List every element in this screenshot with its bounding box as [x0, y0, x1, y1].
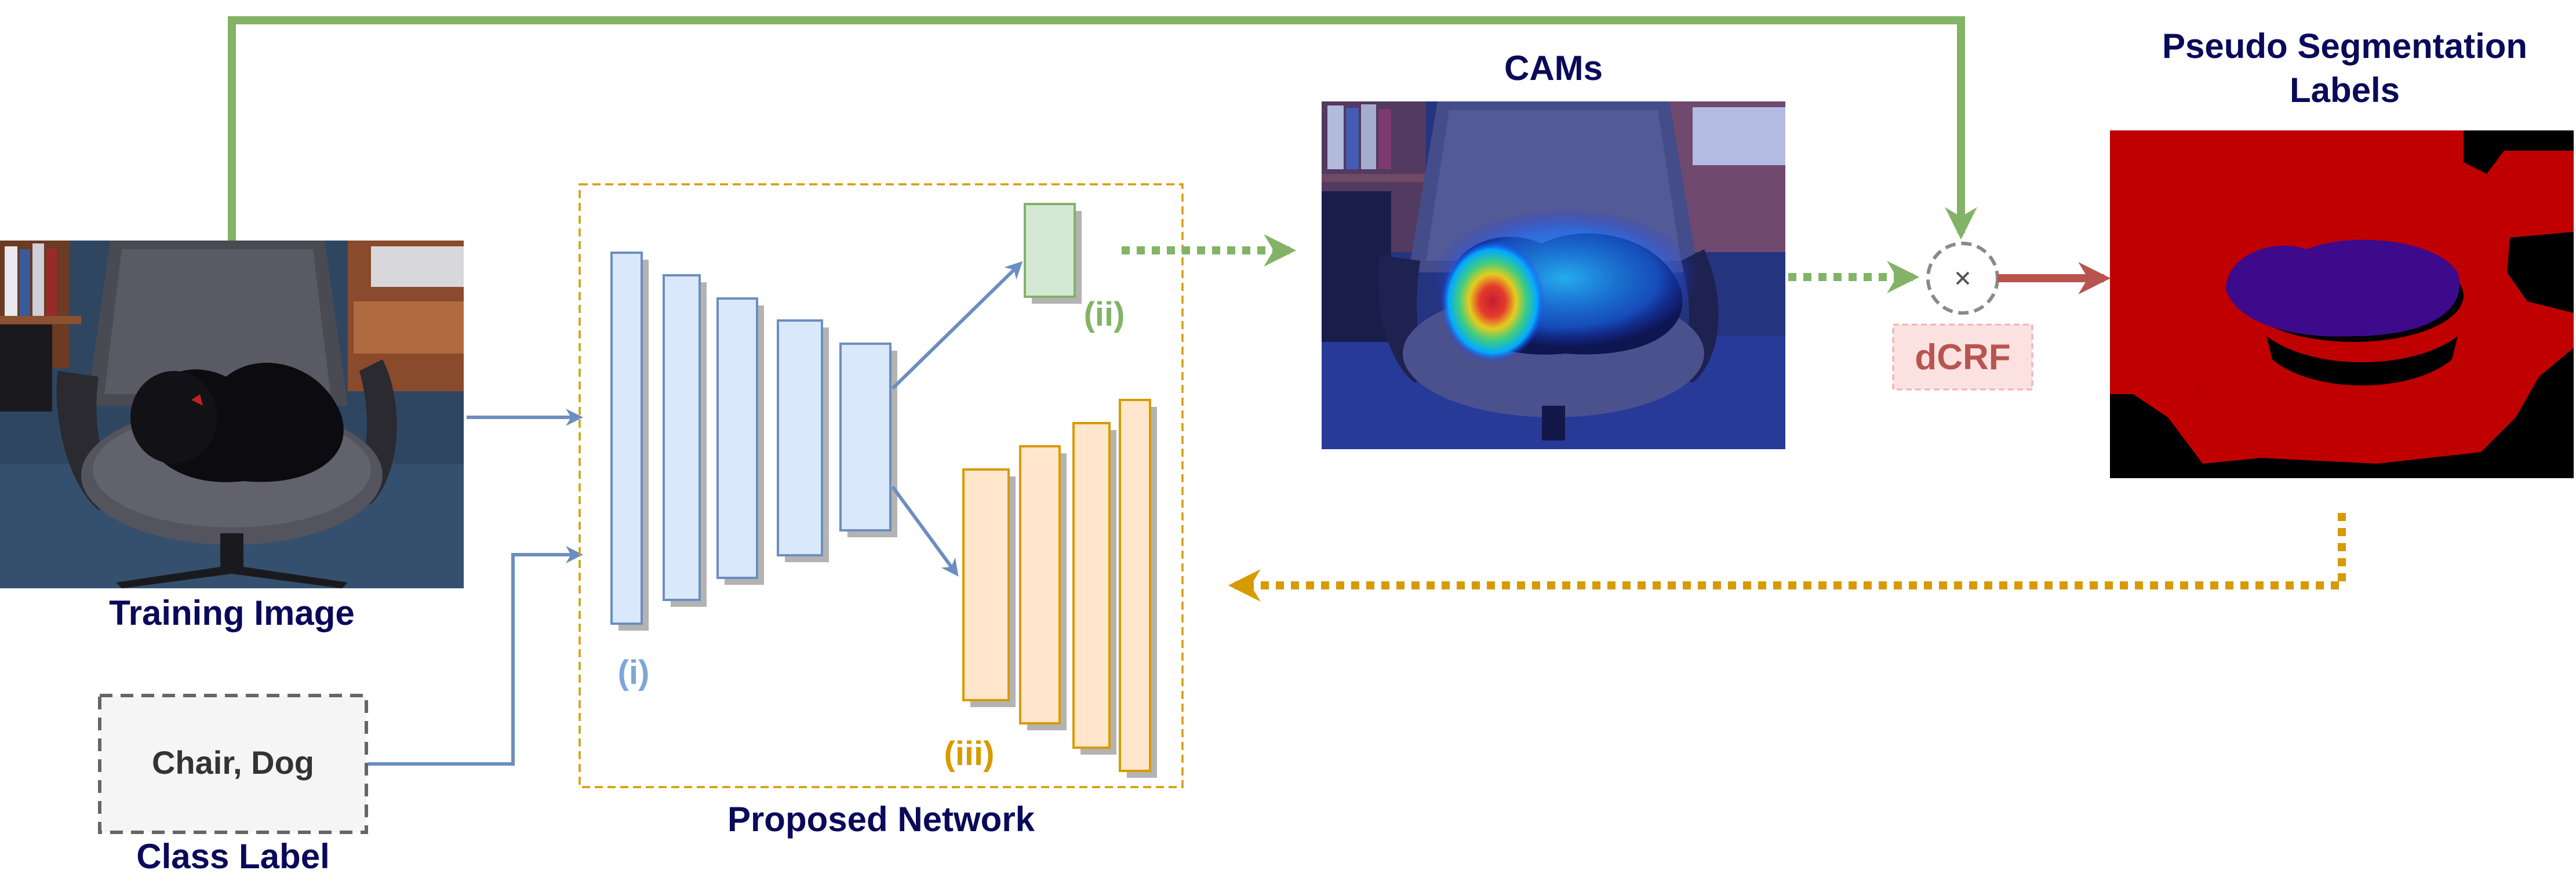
- training-image-label: Training Image: [109, 594, 354, 632]
- pseudo-segmentation-image: [2110, 130, 2574, 478]
- class-label-box: [98, 694, 368, 834]
- encoder-to-decoder-arrow: [891, 486, 959, 577]
- dcrf-label-box: [1892, 323, 2033, 391]
- label-to-network-arrow: [368, 546, 583, 766]
- encoder-to-classifier-arrow: [891, 261, 1023, 390]
- decoder: [962, 399, 1157, 778]
- encoder: [610, 252, 897, 631]
- cams-image: [1322, 101, 1785, 449]
- encoder-marker: (i): [618, 654, 650, 691]
- image-to-dcrf-arrow: [228, 16, 1977, 241]
- class-label-box-text: Chair, Dog: [152, 744, 314, 781]
- proposed-network-label: Proposed Network: [727, 800, 1035, 839]
- dcrf-combine-node: [1926, 242, 1999, 315]
- dcrf-label: dCRF: [1915, 337, 2010, 377]
- classifier-marker: (ii): [1084, 296, 1125, 333]
- cams-label: CAMs: [1504, 49, 1603, 88]
- classifier-block: [1024, 203, 1082, 304]
- proposed-network-box: [578, 183, 1184, 788]
- decoder-marker: (iii): [944, 735, 995, 773]
- training-image: [0, 241, 464, 588]
- pseudo-seg-label-line1: Pseudo Segmentation: [2162, 27, 2527, 65]
- segmentation-to-network-arrow: [1228, 513, 2346, 602]
- pseudo-seg-label-line2: Labels: [2290, 71, 2400, 110]
- class-label-caption: Class Label: [136, 837, 330, 876]
